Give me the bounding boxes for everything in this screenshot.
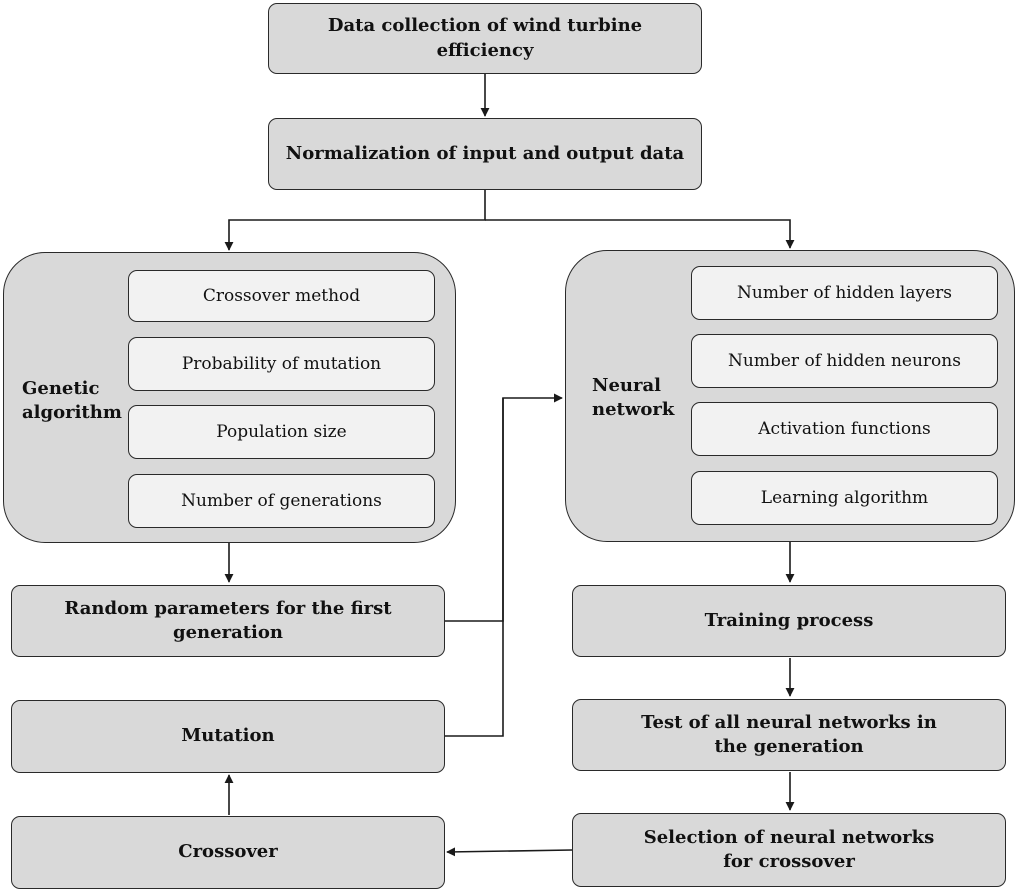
random-parameters-box: Random parameters for the first generati… — [11, 585, 445, 657]
ga-item-population-size: Population size — [128, 405, 435, 459]
ga-item-probability-of-mutation: Probability of mutation — [128, 337, 435, 391]
mutation-box: Mutation — [11, 700, 445, 773]
arrow-selection-to-crossover — [446, 847, 573, 857]
selection-box: Selection of neural networks for crossov… — [572, 813, 1006, 887]
test-networks-box: Test of all neural networks in the gener… — [572, 699, 1006, 771]
neural-network-label: Neural network — [592, 375, 675, 421]
nn-item-number-of-hidden-neurons: Number of hidden neurons — [691, 334, 998, 388]
genetic-algorithm-label: Genetic algorithm — [22, 378, 122, 424]
nn-item-number-of-hidden-layers: Number of hidden layers — [691, 266, 998, 320]
ga-item-crossover-method: Crossover method — [128, 270, 435, 322]
connector-mutation-to-nn — [445, 398, 504, 737]
crossover-box: Crossover — [11, 816, 445, 889]
nn-item-learning-algorithm: Learning algorithm — [691, 471, 998, 525]
training-process-box: Training process — [572, 585, 1006, 657]
normalization-box: Normalization of input and output data — [268, 118, 702, 190]
connector-normalization-to-nn — [485, 219, 795, 249]
nn-item-activation-functions: Activation functions — [691, 402, 998, 456]
connector-normalization-split — [224, 190, 486, 251]
data-collection-box: Data collection of wind turbine efficien… — [268, 3, 702, 74]
ga-item-number-of-generations: Number of generations — [128, 474, 435, 528]
